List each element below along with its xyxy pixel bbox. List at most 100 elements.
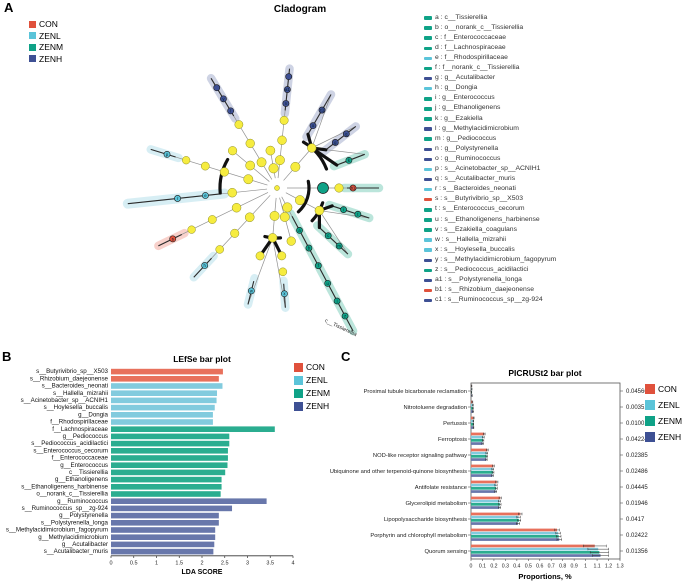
taxa-label: b1 : s__Rhizobium_daejeonense	[435, 286, 535, 294]
lefse-bar	[111, 448, 228, 454]
picrust-bar	[471, 519, 520, 522]
clado-node-yellow	[334, 183, 344, 193]
picrust-pvalue: 0.0417	[626, 517, 645, 523]
taxa-swatch	[424, 76, 432, 81]
taxa-label: g : g__Acutalibacter	[435, 74, 496, 82]
picrust-xtick-label: 0.6	[536, 564, 543, 570]
taxa-legend-item: a : c__Tissierellia	[424, 13, 556, 23]
taxa-label: k : g__Ezakiella	[435, 114, 483, 122]
taxa-legend-item: k : g__Ezakiella	[424, 114, 556, 124]
picrust-bar	[471, 419, 474, 423]
clado-node-yellow	[215, 245, 224, 254]
picrust-bar	[471, 528, 557, 532]
picrust-pvalue: 0.01001	[626, 421, 648, 427]
taxa-legend-item: x : s__Hoylesella_buccalis	[424, 245, 556, 255]
taxa-label: n : g__Polystyrenella	[435, 144, 499, 152]
lefse-ylabel: s__Bacteroides_neonati	[42, 383, 108, 390]
clado-node-letter: x	[283, 291, 286, 296]
taxa-swatch	[424, 97, 432, 101]
taxa-legend-item: l : g__Methylacidimicrobium	[424, 124, 556, 134]
taxa-label: v : s__Ezakiella_coagulans	[435, 225, 517, 233]
taxa-legend-item: p : s__Acinetobacter_sp__ACNIH1	[424, 164, 556, 174]
clado-branch	[325, 126, 357, 151]
clado-node-yellow	[255, 251, 265, 261]
lefse-xtick-label: 1.5	[175, 560, 183, 566]
legend-swatch	[29, 43, 36, 51]
taxa-swatch	[424, 208, 432, 212]
lefse-xtick-label: 3.5	[266, 560, 274, 566]
picrust-bar	[471, 480, 497, 484]
clado-node-taxon	[220, 95, 227, 103]
clado-node-taxon	[227, 107, 235, 115]
taxa-legend-item: b1 : s__Rhizobium_daejeonense	[424, 286, 556, 296]
lefse-bar	[111, 440, 230, 447]
cladogram-title: Cladogram	[273, 4, 327, 15]
taxa-legend-item: i : g__Enterococcus	[424, 94, 556, 104]
picrust-xtick-label: 0.4	[513, 564, 520, 570]
picrust-bar	[471, 535, 559, 538]
clado-node-letter: z	[344, 314, 346, 319]
clado-nodes: lyna1oc1gqkb1itcmabfujzc__Tissierelliaxw…	[163, 73, 362, 339]
clado-node-yellow	[307, 143, 317, 153]
lefse-xlabel: LDA SCORE	[182, 569, 223, 576]
clado-node-letter: e	[204, 193, 207, 198]
taxa-label: p : s__Acinetobacter_sp__ACNIH1	[435, 165, 541, 173]
clado-node-taxon	[340, 206, 347, 214]
taxa-label: j : g__Ethanoligenens	[435, 104, 501, 112]
picrust-pvalue: 0.01946	[626, 501, 648, 507]
clado-node-letter: u	[327, 281, 330, 286]
taxa-label: f : f__norank_c__Tissierellia	[435, 64, 520, 72]
picrust-bar	[471, 423, 474, 426]
clado-arc	[218, 157, 230, 195]
clado-node-taxon	[349, 184, 357, 192]
lefse-ylabel: g__Dongia	[78, 411, 108, 418]
lefse-ylabel: s__Ethanoligenens_harbinense	[21, 483, 108, 490]
clado-node-taxon	[296, 226, 303, 234]
picrust-bar	[471, 490, 496, 493]
lefse-bar	[111, 498, 267, 504]
clado-node-taxon	[305, 244, 313, 252]
lefse-bar	[111, 426, 275, 432]
picrust-category-label: NOD-like receptor signaling pathway	[373, 453, 467, 459]
clado-node-letter: k	[348, 158, 351, 163]
taxa-swatch	[424, 66, 432, 71]
taxa-label: o : g__Ruminococcus	[435, 154, 501, 162]
picrust-bar	[471, 499, 500, 503]
clado-thick-branches	[218, 132, 339, 258]
legend-label: ZENM	[658, 415, 683, 426]
picrust-bar	[471, 464, 494, 468]
legend-item-con: CON	[645, 384, 682, 394]
clado-node-taxon	[335, 242, 343, 250]
picrust-bar	[471, 410, 474, 413]
taxa-label: t : s__Enterococcus_cecorum	[435, 205, 525, 213]
clado-branch	[319, 210, 370, 219]
lefse-bar	[111, 397, 217, 404]
picrust-xtick-label: 1.3	[616, 564, 623, 570]
clado-node-yellow	[277, 135, 287, 145]
panel-c-label: C	[341, 349, 351, 364]
legend-label: ZENL	[306, 375, 328, 386]
legend-item-zenm: ZENM	[294, 389, 330, 398]
legend-swatch	[294, 363, 303, 372]
lefse-bar	[111, 512, 219, 519]
picrust-category-label: Nitrotoluene degradation	[404, 405, 468, 411]
lefse-xtick-label: 2.5	[221, 560, 229, 566]
legend-swatch	[645, 400, 655, 410]
lefse-bar	[111, 419, 213, 425]
lefse-ylabel: f__Enterococcaceae	[52, 455, 109, 462]
taxa-legend-item: z : s__Pediococcus_acidilactici	[424, 265, 556, 275]
picrust-bar	[471, 506, 500, 509]
picrust-pvalue: 0.04566	[626, 389, 648, 395]
taxa-swatch	[424, 177, 432, 182]
clado-node-letter: i	[343, 207, 344, 212]
taxa-swatch	[424, 127, 432, 131]
clado-node-letter: q	[345, 131, 348, 136]
taxa-legend-item: v : s__Ezakiella_coagulans	[424, 225, 556, 235]
taxa-legend-item: j : g__Ethanoligenens	[424, 104, 556, 114]
taxa-legend-item: c1 : s__Ruminococcus_sp__zg-924	[424, 296, 556, 306]
legend-swatch	[294, 389, 303, 398]
picrust-bar	[471, 471, 494, 474]
clado-node-letter: b1	[351, 186, 356, 191]
